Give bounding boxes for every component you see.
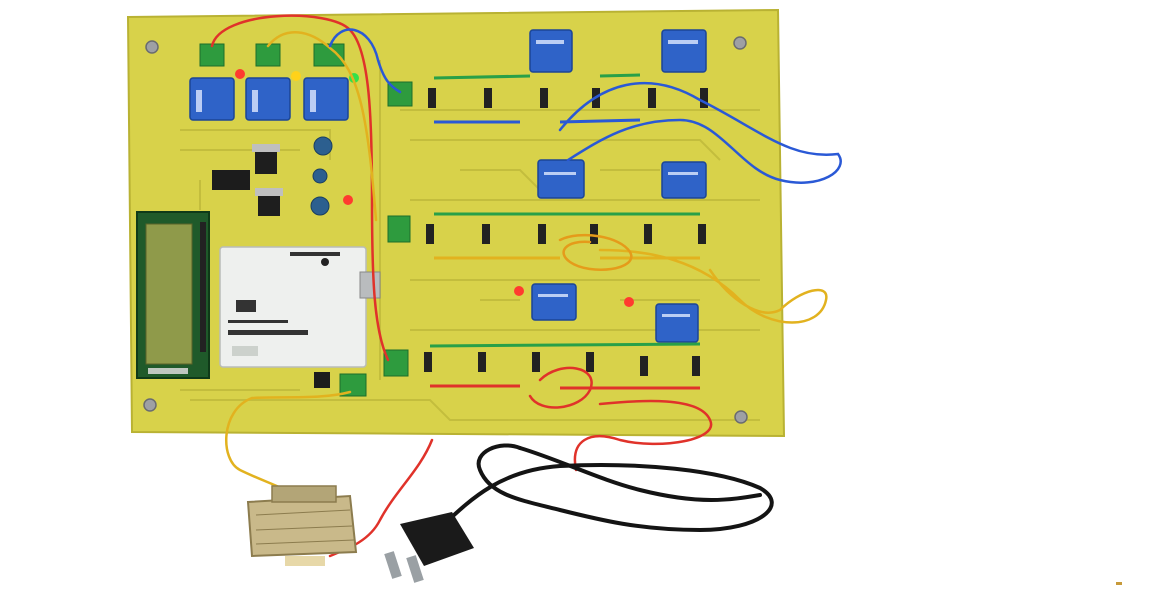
terminal-block-7	[339, 373, 367, 397]
led-red-right-2	[624, 297, 634, 307]
blue-wire-top	[328, 28, 402, 94]
terminal-block-1	[199, 43, 225, 67]
relay-9	[655, 303, 699, 343]
power-cord	[438, 443, 774, 533]
board-substrate	[126, 8, 786, 438]
lcd-screen	[146, 224, 192, 364]
yellow-wire-top	[266, 31, 378, 222]
switch-row-2	[426, 212, 706, 260]
yellow-loop-right	[598, 248, 828, 324]
terminal-block-2	[255, 43, 281, 67]
red-loop-right	[528, 366, 713, 472]
led-yellow	[291, 71, 301, 81]
relay-labels	[196, 40, 698, 317]
relay-8	[531, 283, 577, 321]
copper-traces	[180, 60, 760, 421]
screw-bottom-right	[734, 410, 748, 424]
relay-5	[661, 29, 707, 73]
reset-dot	[321, 258, 329, 266]
lcd-display-module	[136, 211, 210, 379]
circuit-board	[126, 8, 786, 438]
lcd-header-pins	[200, 222, 206, 352]
switch-row-3	[424, 342, 701, 390]
led-red	[235, 69, 245, 79]
usb-connector	[359, 271, 381, 299]
relay-7	[661, 161, 707, 199]
yellow-wire-transformer	[225, 390, 352, 500]
power-section	[212, 136, 353, 388]
electrolytic-capacitors	[310, 136, 333, 216]
transformer-bobbin	[285, 556, 325, 566]
hookup-wires	[210, 14, 842, 558]
screw-top-left	[145, 40, 159, 54]
red-wire-top	[210, 14, 390, 362]
blue-loop-right	[558, 81, 842, 184]
plug-pin-1	[384, 551, 402, 579]
screw-bottom-left	[143, 398, 157, 412]
terminal-block-6	[383, 349, 409, 377]
input-relays	[189, 69, 359, 121]
step-down-transformer	[246, 485, 358, 566]
relay-6	[537, 159, 585, 199]
led-red-right-1	[514, 286, 524, 296]
mounting-screws	[143, 36, 748, 424]
push-button	[314, 372, 330, 388]
terminal-block-3	[313, 43, 345, 67]
stray-mark	[1116, 582, 1122, 585]
relay-4	[529, 29, 573, 73]
orange-coil	[558, 233, 633, 271]
power-plug	[384, 512, 474, 583]
screw-top-right	[733, 36, 747, 50]
plug-pin-2	[406, 555, 424, 583]
terminal-block-5	[387, 215, 411, 243]
arduino-shield	[219, 246, 381, 368]
voltage-regulators	[252, 144, 283, 216]
indicator-led	[343, 195, 353, 205]
ic-chip	[212, 170, 250, 190]
arduino-logo-area	[232, 346, 258, 356]
